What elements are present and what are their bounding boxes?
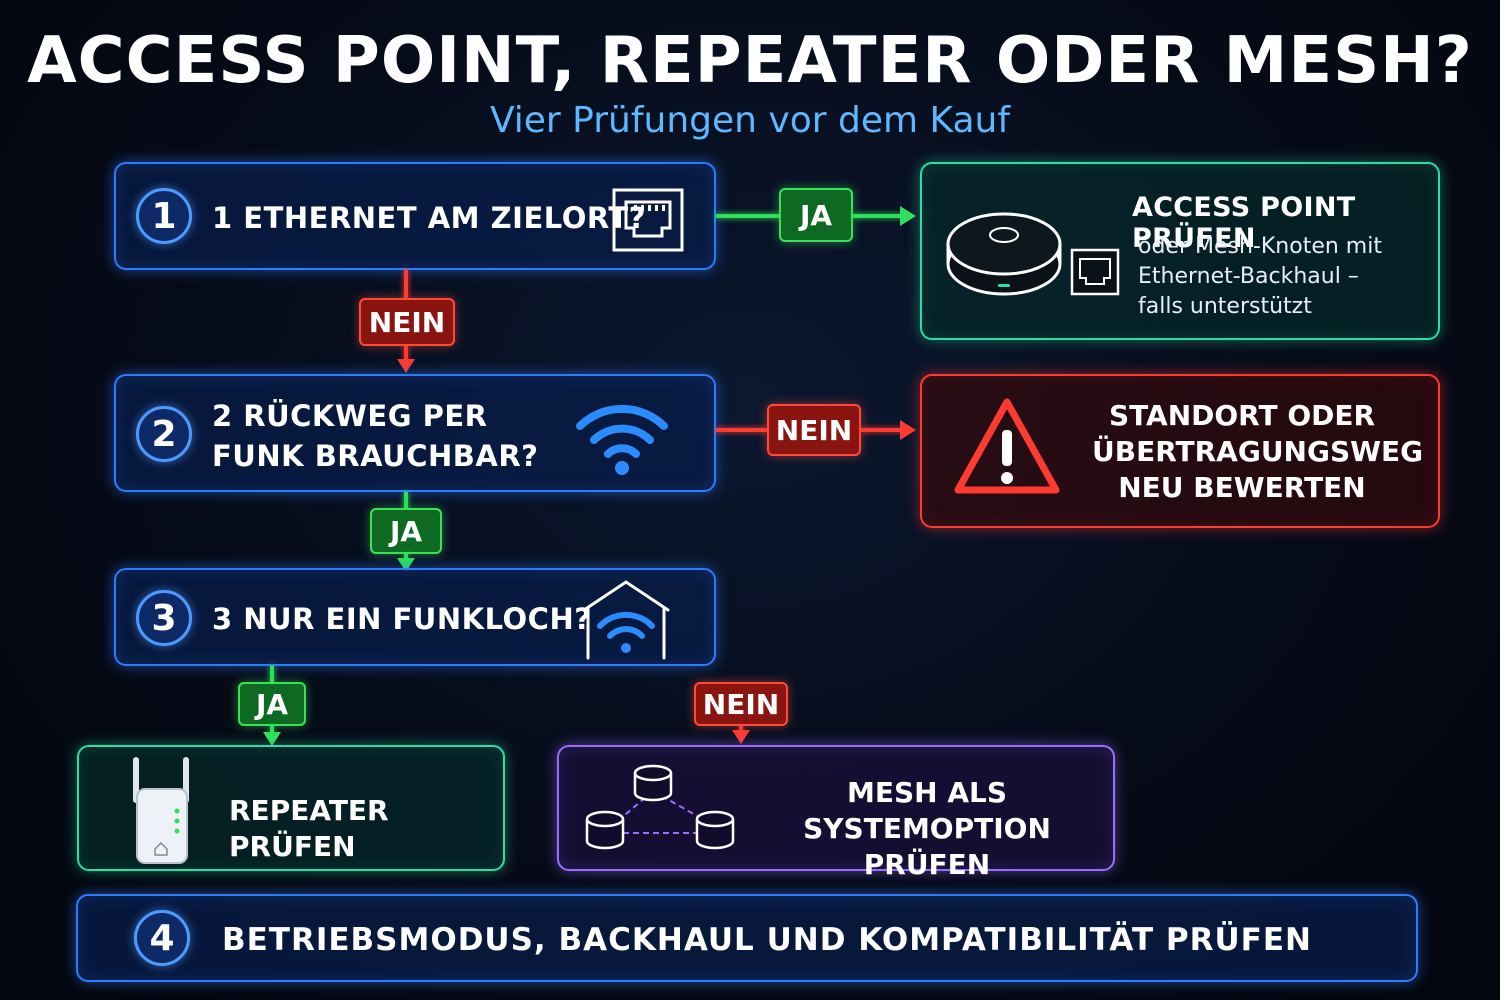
connector-step1-yes-2 (853, 214, 903, 218)
step-3-box: 3 3 NUR EIN FUNKLOCH? (114, 568, 716, 666)
mesh-text: MESH ALS SYSTEMOPTION PRÜFEN (803, 776, 1051, 881)
wifi-icon (576, 404, 668, 475)
tag-step3-no: NEIN (694, 682, 788, 726)
connector-step1-no-2 (404, 346, 408, 362)
page-title: ACCESS POINT, REPEATER ODER MESH? (27, 24, 1473, 98)
reevaluate-text: STANDORT ODER ÜBERTRAGUNGSWEG NEU BEWERT… (1092, 399, 1424, 504)
result-repeater: REPEATER PRÜFEN (77, 745, 505, 871)
connector-step3-yes-2 (270, 726, 274, 734)
house-wifi-icon (582, 580, 670, 660)
connector-step2-yes-2 (404, 554, 408, 560)
connector-step3-no (739, 726, 743, 732)
connector-step2-yes (404, 492, 408, 510)
step-1-number: 1 (136, 188, 192, 244)
repeater-icon (133, 757, 189, 864)
connector-step1-no (404, 270, 408, 300)
connector-step2-no (716, 428, 768, 432)
step-4-box: 4 BETRIEBSMODUS, BACKHAUL UND KOMPATIBIL… (76, 894, 1418, 982)
step-2-box: 2 2 RÜCKWEG PER FUNK BRAUCHBAR? (114, 374, 716, 492)
step-1-question: 1 ETHERNET AM ZIELORT? (212, 201, 646, 235)
tag-step2-no: NEIN (767, 404, 861, 456)
step-2-number: 2 (136, 406, 192, 462)
page-subtitle: Vier Prüfungen vor dem Kauf (489, 100, 1011, 141)
connector-step3-yes (270, 666, 274, 684)
tag-step2-yes: JA (370, 508, 442, 554)
warning-icon (954, 398, 1060, 494)
result-access-point: ACCESS POINT PRÜFEN oder Mesh-Knoten mit… (920, 162, 1440, 340)
step-3-question: 3 NUR EIN FUNKLOCH? (212, 602, 592, 636)
mesh-nodes-icon (585, 764, 735, 850)
ethernet-port-icon (612, 188, 684, 252)
result-reevaluate: STANDORT ODER ÜBERTRAGUNGSWEG NEU BEWERT… (920, 374, 1440, 528)
arrow-to-repeater (263, 732, 281, 746)
arrow-to-step-2 (397, 359, 415, 373)
tag-step1-no: NEIN (359, 298, 455, 346)
tag-step3-yes: JA (238, 682, 306, 726)
access-point-icon (946, 212, 1120, 296)
repeater-text: REPEATER PRÜFEN (229, 794, 389, 863)
access-point-title: ACCESS POINT PRÜFEN (1132, 192, 1356, 254)
arrow-to-mesh (732, 730, 750, 744)
step-1-box: 1 1 ETHERNET AM ZIELORT? (114, 162, 716, 270)
step-4-text: BETRIEBSMODUS, BACKHAUL UND KOMPATIBILIT… (222, 922, 1312, 958)
connector-step1-yes (716, 214, 780, 218)
access-point-body: oder Mesh-Knoten mit Ethernet-Backhaul –… (1138, 234, 1382, 319)
step-4-number: 4 (134, 910, 190, 966)
connector-step2-no-2 (861, 428, 903, 432)
arrow-to-access-point (900, 206, 916, 226)
arrow-to-reevaluate (900, 420, 916, 440)
step-3-number: 3 (136, 590, 192, 646)
result-mesh: MESH ALS SYSTEMOPTION PRÜFEN (557, 745, 1115, 881)
tag-step1-yes: JA (779, 188, 853, 242)
step-2-question: 2 RÜCKWEG PER FUNK BRAUCHBAR? (212, 399, 539, 473)
